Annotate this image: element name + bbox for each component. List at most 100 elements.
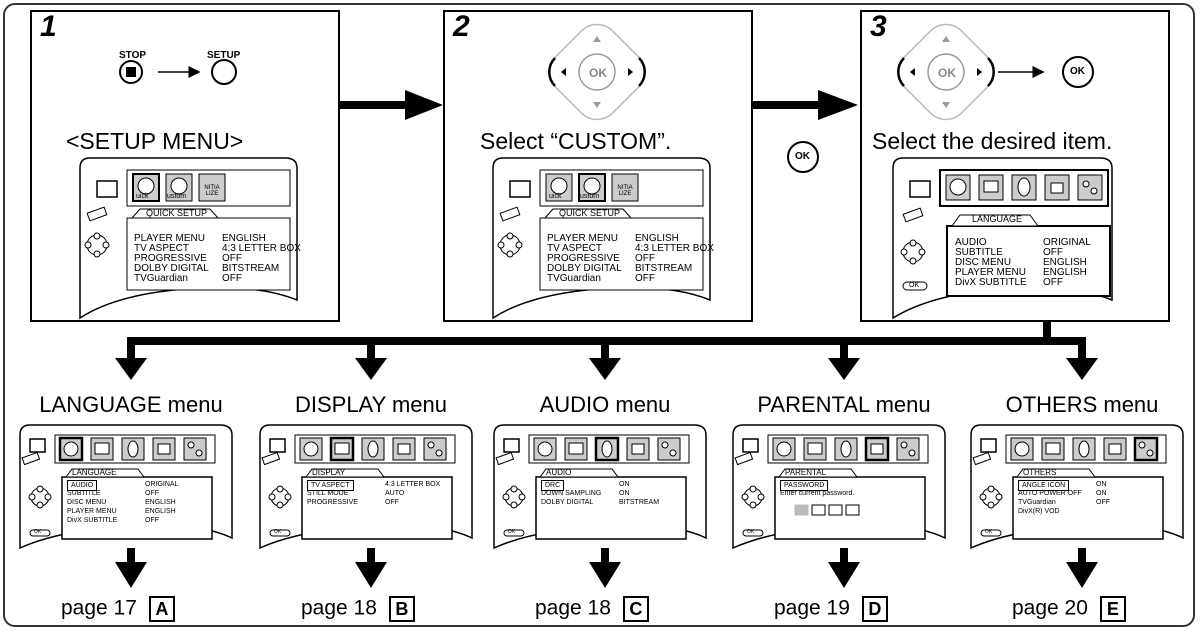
submenu-item-value: AUTO bbox=[385, 490, 405, 497]
submenu-title: AUDIO menu bbox=[539, 392, 671, 417]
ok-button-icon bbox=[1062, 56, 1094, 88]
direction-pad-icon bbox=[548, 23, 646, 121]
page-number: page 19 bbox=[774, 596, 850, 620]
submenu-item-name: DISC MENU bbox=[67, 499, 107, 506]
page-arrows bbox=[115, 548, 1098, 588]
submenu-title: DISPLAY menu bbox=[294, 392, 448, 417]
step-number: 3 bbox=[870, 10, 887, 43]
menu-item-name: PROGRESSIVE bbox=[547, 253, 620, 264]
menu-item-value: BITSTREAM bbox=[222, 263, 280, 274]
menu-item-value: ENGLISH bbox=[635, 233, 679, 244]
submenu-item-value: OFF bbox=[145, 490, 159, 497]
submenu-item-name: DRC bbox=[541, 480, 565, 491]
submenu-item-value: ENGLISH bbox=[145, 499, 176, 506]
quick-icon-label: uick bbox=[549, 193, 562, 200]
ok-label: OK bbox=[909, 282, 920, 289]
submenu-item-value: OFF bbox=[1096, 499, 1110, 506]
submenu-item-name: DivX(R) VOD bbox=[1018, 508, 1060, 515]
ok-label: OK bbox=[1070, 66, 1085, 77]
submenu-item-name: Enter current password. bbox=[780, 490, 855, 497]
menu-item-value: OFF bbox=[635, 253, 655, 264]
menu-item-value: OFF bbox=[222, 253, 242, 264]
page-reference: page 19 D bbox=[774, 596, 888, 622]
initialize-icon-label: NITIA LIZE bbox=[617, 185, 633, 197]
ok-label: OK bbox=[985, 529, 993, 535]
initialize-icon-label: NITIA LIZE bbox=[204, 185, 220, 197]
submenu-title: LANGUAGE menu bbox=[39, 392, 223, 417]
ok-label: OK bbox=[589, 66, 607, 80]
setup-label: SETUP bbox=[207, 50, 241, 61]
menu-item-value: BITSTREAM bbox=[635, 263, 693, 274]
step-number: 1 bbox=[40, 10, 57, 43]
menu-item-value: 4:3 LETTER BOX bbox=[222, 243, 301, 254]
custom-menu-screen bbox=[492, 157, 711, 320]
submenu-item-name: DOWN SAMPLING bbox=[541, 490, 602, 497]
submenu-item-name: PLAYER MENU bbox=[67, 508, 117, 515]
submenu-screen bbox=[259, 424, 473, 550]
submenu-tab: OTHERS bbox=[1023, 468, 1057, 477]
submenu-item-name: AUTO POWER OFF bbox=[1018, 490, 1082, 497]
section-letter-badge: C bbox=[622, 596, 649, 622]
menu-item-name: DISC MENU bbox=[955, 257, 1012, 268]
submenu-item-name: PROGRESSIVE bbox=[307, 499, 358, 506]
menu-item-value: 4:3 LETTER BOX bbox=[635, 243, 714, 254]
menu-item-name: DOLBY DIGITAL bbox=[134, 263, 209, 274]
arrow-step2-to-step3 bbox=[753, 90, 858, 120]
quick-setup-tab: QUICK SETUP bbox=[146, 208, 208, 218]
quick-icon-label: uick bbox=[136, 193, 149, 200]
stop-button-icon bbox=[119, 60, 143, 84]
section-letter-badge: B bbox=[388, 596, 415, 622]
stop-label: STOP bbox=[119, 50, 147, 61]
submenu-screen bbox=[493, 424, 707, 550]
menu-item-value: ORIGINAL bbox=[1043, 237, 1091, 248]
step-2-instruction: Select “CUSTOM”. bbox=[480, 128, 672, 154]
submenu-tab: AUDIO bbox=[546, 468, 572, 477]
page-number: page 18 bbox=[535, 596, 611, 620]
menu-item-name: DivX SUBTITLE bbox=[955, 277, 1027, 288]
submenu-item-name: STILL MODE bbox=[307, 490, 349, 497]
step-number: 2 bbox=[453, 10, 470, 43]
page-reference: page 18 C bbox=[535, 596, 649, 622]
section-letter-badge: D bbox=[861, 596, 888, 622]
submenu-title: PARENTAL menu bbox=[757, 392, 931, 417]
submenu-item-value: ON bbox=[619, 490, 630, 497]
ok-label: OK bbox=[795, 151, 810, 162]
setup-menu-screen bbox=[79, 157, 298, 320]
submenu-item-value: ON bbox=[1096, 490, 1107, 497]
language-menu-screen bbox=[892, 157, 1113, 320]
direction-pad-icon bbox=[897, 23, 995, 121]
submenu-item-value: OFF bbox=[385, 499, 399, 506]
page-number: page 18 bbox=[301, 596, 377, 620]
submenu-item-name: ANGLE ICON bbox=[1018, 480, 1070, 491]
menu-item-value: OFF bbox=[1043, 247, 1063, 258]
setup-button-icon bbox=[211, 59, 237, 85]
ok-label: OK bbox=[938, 66, 956, 80]
ok-label: OK bbox=[747, 529, 755, 535]
menu-item-value: ENGLISH bbox=[1043, 267, 1087, 278]
submenu-tab: DISPLAY bbox=[312, 468, 346, 477]
submenu-item-name: TVGuardian bbox=[1018, 499, 1056, 506]
submenu-item-name: DOLBY DIGITAL bbox=[541, 499, 594, 506]
submenu-tab: PARENTAL bbox=[785, 468, 827, 477]
submenu-screen bbox=[970, 424, 1184, 550]
submenu-item-value: ON bbox=[1096, 481, 1107, 488]
page-reference: page 18 B bbox=[301, 596, 415, 622]
menu-item-name: DOLBY DIGITAL bbox=[547, 263, 622, 274]
page-number: page 20 bbox=[1012, 596, 1088, 620]
diagram-frame bbox=[3, 3, 1195, 627]
menu-item-name: PLAYER MENU bbox=[547, 233, 618, 244]
menu-item-name: TVGuardian bbox=[547, 273, 601, 284]
menu-item-name: PLAYER MENU bbox=[955, 267, 1026, 278]
language-tab: LANGUAGE bbox=[972, 214, 1023, 224]
submenu-item-name: SUBTITLE bbox=[67, 490, 101, 497]
submenu-item-value: ORIGINAL bbox=[145, 481, 179, 488]
menu-item-name: AUDIO bbox=[955, 237, 987, 248]
menu-item-name: SUBTITLE bbox=[955, 247, 1003, 258]
ok-label: OK bbox=[34, 529, 42, 535]
menu-item-name: TVGuardian bbox=[134, 273, 188, 284]
submenu-item-value: ON bbox=[619, 481, 630, 488]
custom-icon-label: ustom bbox=[580, 193, 600, 200]
